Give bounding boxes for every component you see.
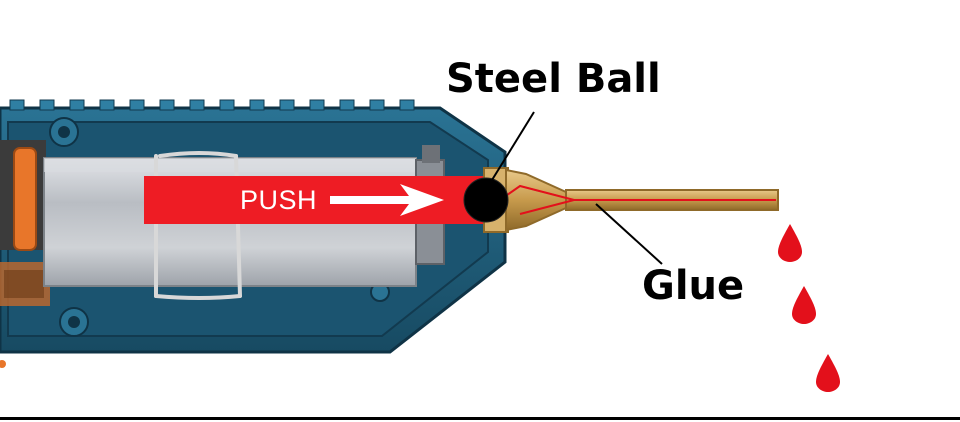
glue-leader-line	[595, 203, 663, 265]
glue-drops	[778, 224, 840, 392]
glue-drop-icon	[792, 286, 816, 324]
bottom-divider	[0, 417, 960, 420]
steel-ball-label: Steel Ball	[446, 56, 661, 102]
glue-label: Glue	[642, 263, 745, 309]
steel-ball-leader-line	[491, 111, 535, 181]
push-label: PUSH	[240, 185, 318, 215]
brass-nozzle	[483, 167, 779, 233]
steel-ball	[463, 177, 509, 223]
rear-components	[0, 140, 50, 368]
glue-drop-icon	[778, 224, 802, 262]
push-arrow-icon	[330, 184, 444, 216]
glue-drop-icon	[816, 354, 840, 392]
